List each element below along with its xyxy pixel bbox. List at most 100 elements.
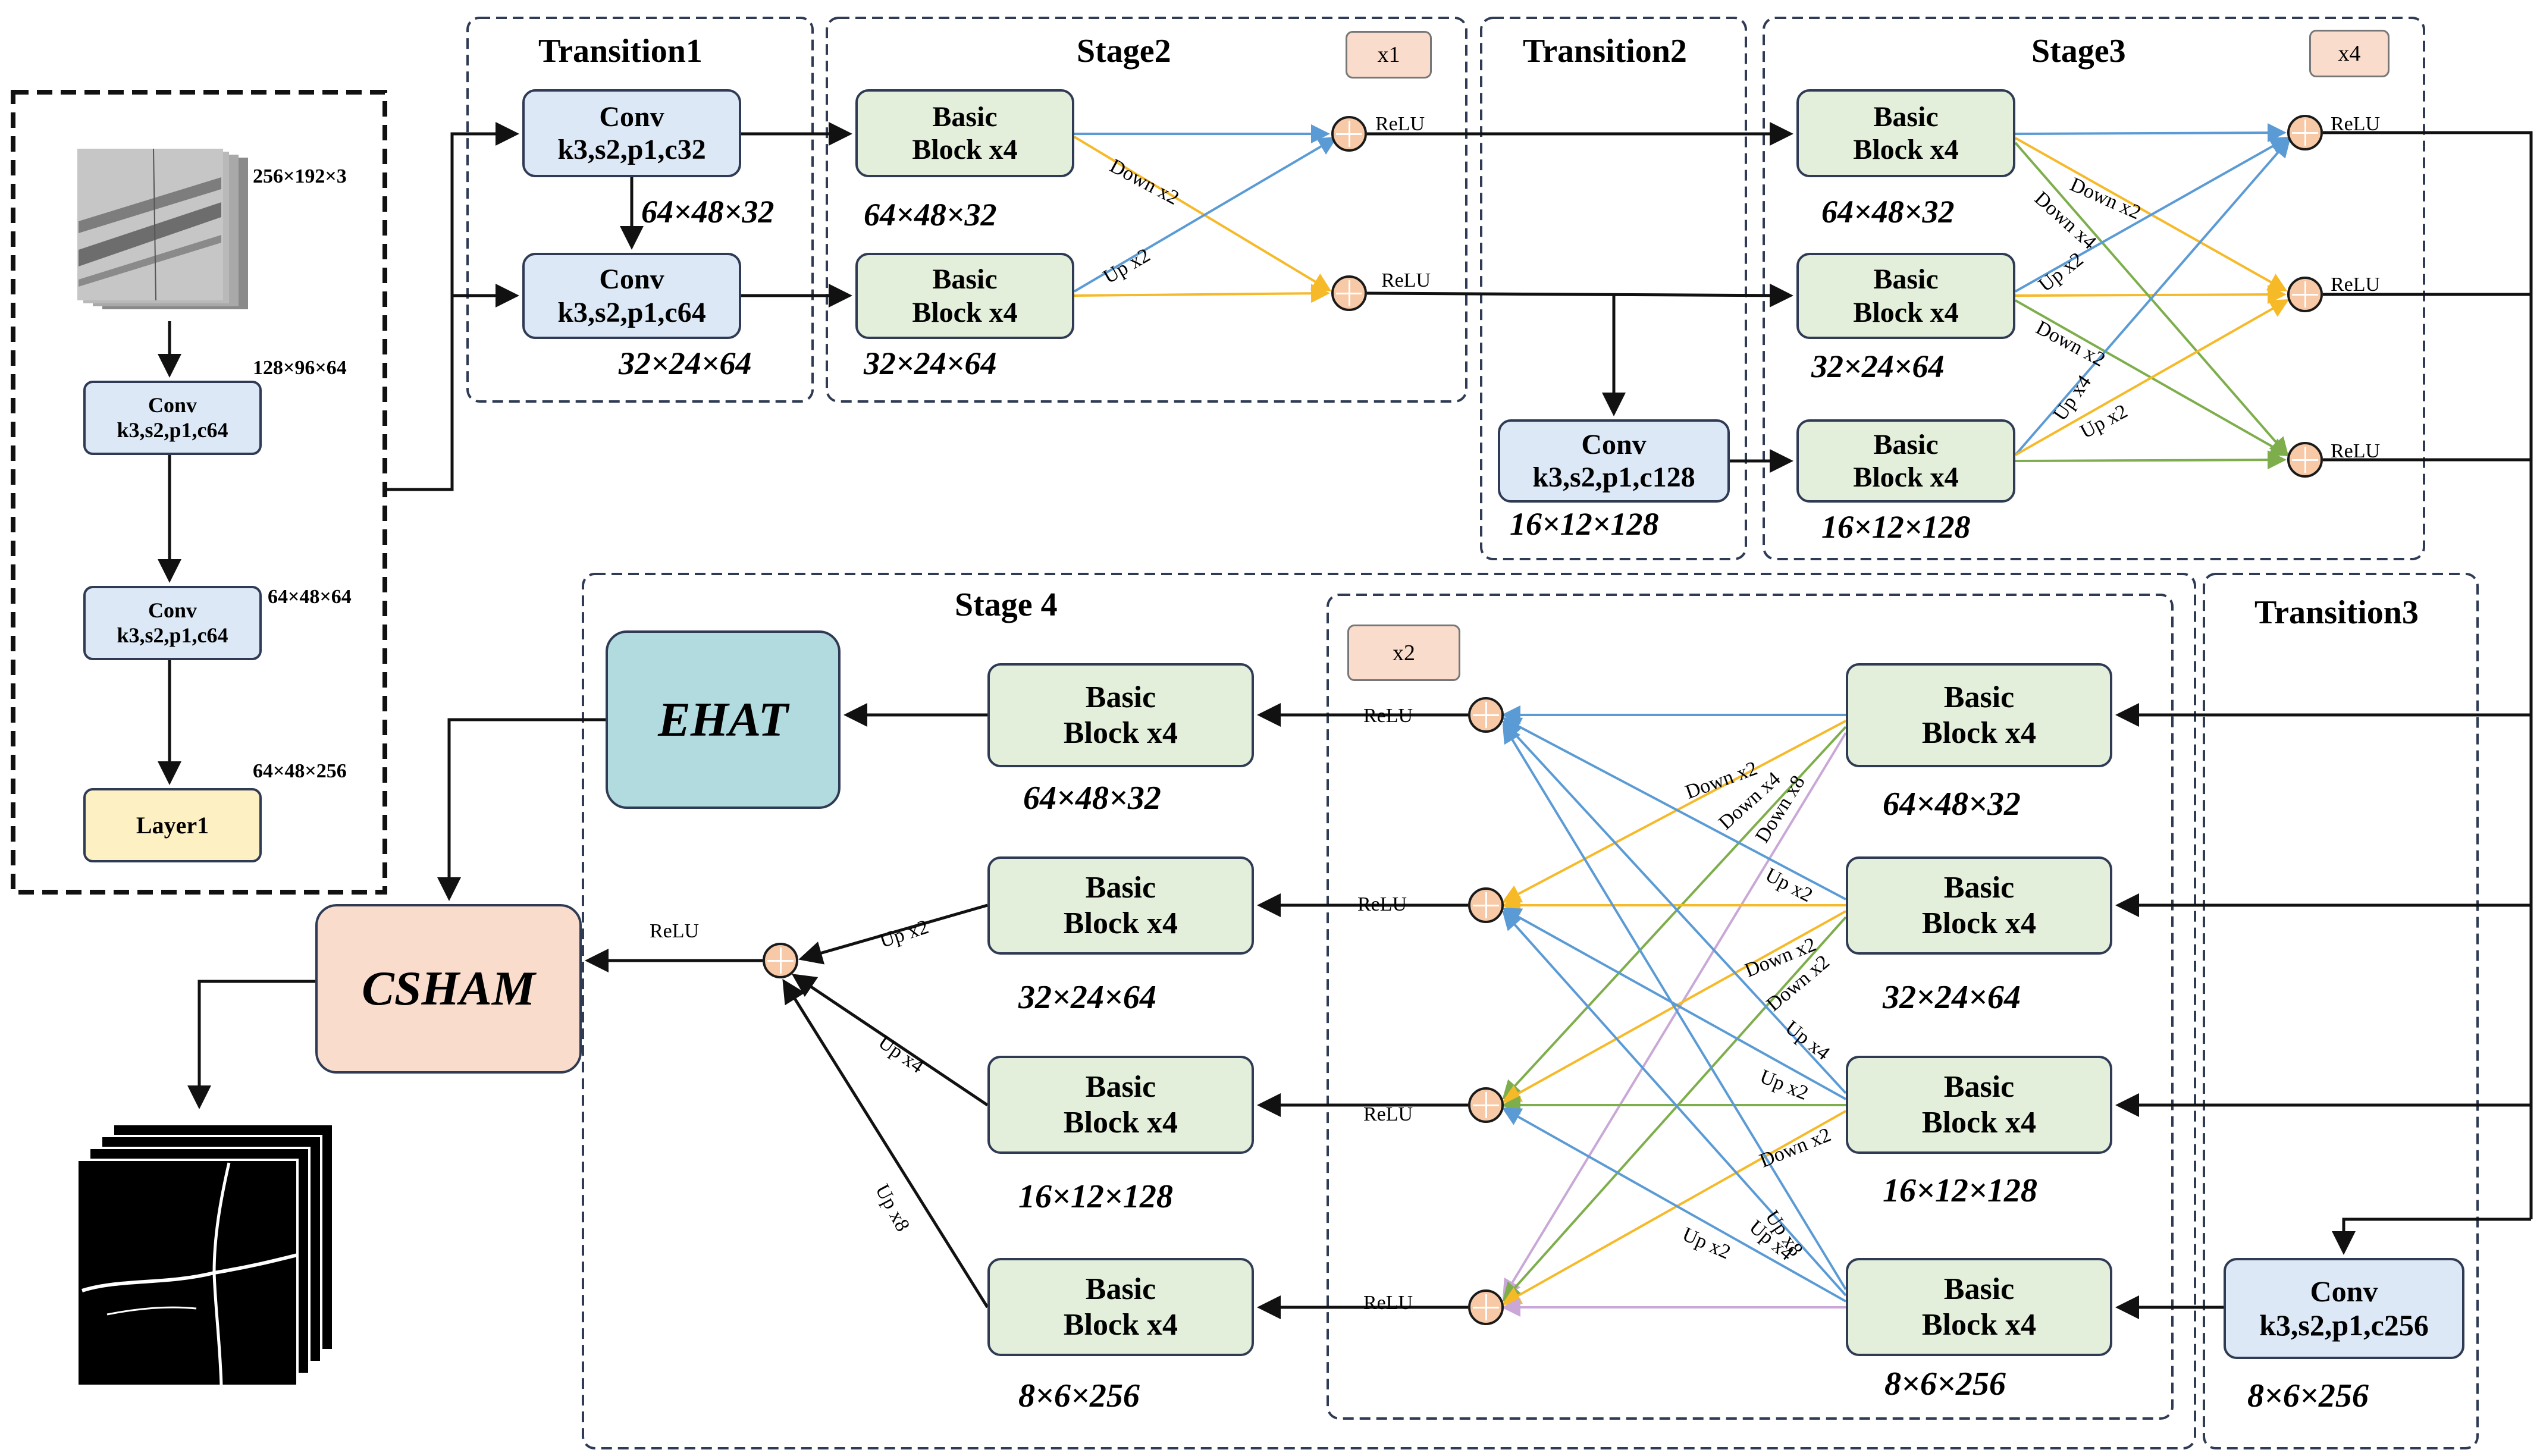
stage4-exchange (1502, 726, 1847, 1100)
stage4-block1-l1: Basic (1943, 680, 2015, 714)
transition3-dim: 8×6×256 (2247, 1377, 2369, 1414)
stage4-out-dim2: 32×24×64 (1018, 979, 1156, 1016)
stage4-exchange (1502, 911, 1847, 1297)
stage2-dim2: 32×24×64 (864, 346, 997, 381)
stage4-repeat-badge: x2 (1347, 625, 1460, 681)
relu-label: ReLU (650, 920, 700, 942)
stage4-out-block3-l1: Basic (1085, 1069, 1156, 1104)
transition3-title: Transition3 (2254, 594, 2419, 631)
stage2-same (1074, 284, 1330, 303)
stage4-fusion-node-2 (1468, 887, 1504, 923)
ehat-module: EHAT (606, 630, 841, 809)
transition2-conv-box: Conv k3,s2,p1,c128 (1498, 419, 1730, 503)
stage4-out-block2-l2: Block x4 (1063, 906, 1178, 940)
stage4-block2-l2: Block x4 (1921, 906, 2037, 940)
stage3-title: Stage3 (2031, 33, 2126, 70)
stage3-up (2015, 299, 2290, 456)
stage4-block4-l2: Block x4 (1921, 1307, 2037, 1342)
stage4-dim2: 32×24×64 (1883, 979, 2021, 1016)
stage4-exchange (1502, 723, 1847, 1291)
stage4-block2-l1: Basic (1943, 870, 2015, 905)
transition1-frame (466, 17, 814, 403)
stage2-to-stage3 (1366, 283, 1793, 307)
stage3-same (2015, 285, 2287, 305)
stage4-out-block1-l1: Basic (1085, 680, 1156, 714)
stem-dim-conv2: 64×48×64 (268, 586, 352, 608)
transition2-conv-params: k3,s2,p1,c128 (1532, 462, 1695, 493)
relu-label: ReLU (1363, 1103, 1413, 1125)
stage3-out (2323, 131, 2533, 1219)
stage4-out-dim4: 8×6×256 (1018, 1377, 1140, 1414)
stem-dim-input: 256×192×3 (253, 165, 347, 187)
stem-frame (11, 90, 387, 895)
stage3-up (2014, 137, 2291, 456)
stage4-exchange (1501, 1107, 1846, 1303)
csham-module: CSHAM (315, 904, 582, 1074)
stage4-out-block4-l2: Block x4 (1063, 1307, 1178, 1342)
stage3-fusion-node-3 (2287, 442, 2323, 478)
stem-conv2-title: Conv (148, 598, 197, 623)
stage3-block1-l1: Basic (1873, 101, 1939, 133)
transition2-dim: 16×12×128 (1510, 506, 1659, 542)
final-fusion-node (763, 943, 798, 978)
stage4-dim1: 64×48×32 (1883, 786, 2021, 823)
stage2-block1: Basic Block x4 (855, 89, 1074, 177)
transition1-conv2-box: Conv k3,s2,p1,c64 (522, 253, 741, 339)
stage4-dim3: 16×12×128 (1883, 1172, 2037, 1209)
stage2-repeat-badge: x1 (1346, 31, 1432, 79)
stem-dim-conv1: 128×96×64 (253, 357, 347, 379)
relu-label: ReLU (1381, 269, 1431, 291)
transition2-frame (1480, 17, 1747, 560)
transition3-frame (2203, 573, 2479, 1449)
stage3-repeat-badge: x4 (2309, 30, 2390, 77)
stage4-fusion-node-3 (1468, 1087, 1504, 1123)
stage4-block3-l1: Basic (1943, 1069, 2015, 1104)
stage4-exchange (1502, 720, 1847, 1094)
stage4-out-block2-l1: Basic (1085, 870, 1156, 905)
stem-dim-layer1: 64×48×256 (253, 760, 347, 782)
stem-conv2-params: k3,s2,p1,c64 (117, 623, 228, 647)
stage4-out-dim1: 64×48×32 (1023, 780, 1161, 817)
stage2-fusion-node-2 (1331, 275, 1367, 311)
stage2-block2-l2: Block x4 (912, 296, 1018, 328)
stem-conv1-box: Conv k3,s2,p1,c64 (83, 381, 262, 455)
transition2-title: Transition2 (1523, 33, 1687, 70)
stage4-out-dim3: 16×12×128 (1018, 1178, 1173, 1215)
transition1-conv2-title: Conv (599, 263, 664, 296)
stage2-block1-l2: Block x4 (912, 134, 1018, 165)
stage4-block1-l2: Block x4 (1921, 716, 2037, 750)
stage4-fusion-node-4 (1468, 1289, 1504, 1325)
stage3-dim3: 16×12×128 (1821, 509, 1971, 545)
transition3-conv-params: k3,s2,p1,c256 (2259, 1308, 2429, 1342)
stage2-frame (826, 17, 1467, 403)
stage4-exchange (1501, 720, 1846, 903)
transition1-conv1-params: k3,s2,p1,c32 (557, 134, 706, 165)
stage4-exchange (1501, 717, 1846, 900)
stage3-block2-l2: Block x4 (1853, 296, 1959, 328)
stage4-block4-l1: Basic (1943, 1272, 2015, 1306)
transition3-conv-title: Conv (2310, 1274, 2378, 1308)
stage3-same (2015, 450, 2287, 470)
transition1-conv1-box: Conv k3,s2,p1,c32 (522, 89, 741, 177)
ehat-to-csham (437, 718, 606, 901)
stage2-block1-l1: Basic (932, 101, 998, 133)
stage3-dim2: 32×24×64 (1811, 349, 1945, 384)
stage2-title: Stage2 (1077, 33, 1171, 70)
transition1-title: Transition1 (538, 33, 703, 70)
stage2-down (1073, 136, 1332, 292)
relu-label: ReLU (2331, 274, 2381, 296)
transition1-conv1-title: Conv (599, 101, 664, 133)
stage4-fusion-node-1 (1468, 697, 1504, 733)
transition1-dim1: 64×48×32 (641, 194, 774, 230)
stage3-fusion-node-2 (2287, 277, 2323, 312)
stage3-block3-l2: Block x4 (1853, 462, 1959, 493)
